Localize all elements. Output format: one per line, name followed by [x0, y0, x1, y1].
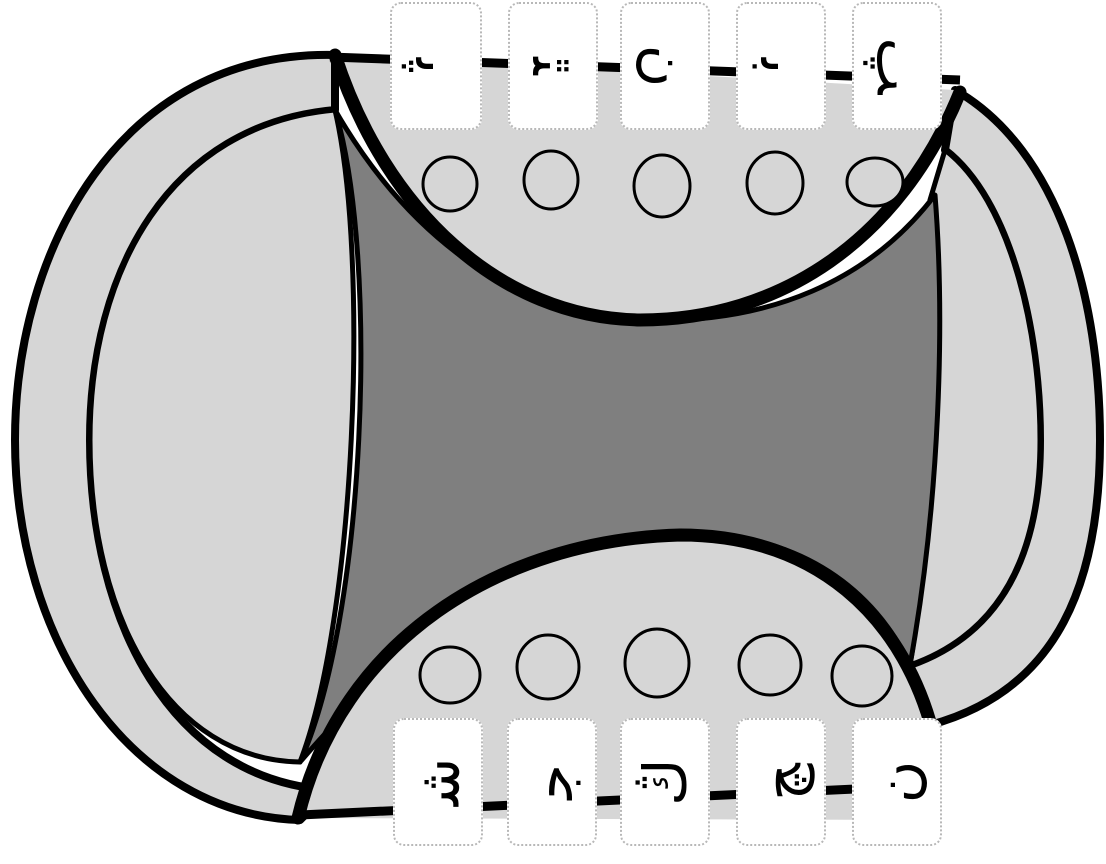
bottom-empty-slot[interactable] — [739, 635, 801, 695]
top-card-5[interactable]: ﭗ — [852, 2, 942, 130]
top-card-2[interactable]: ﭥ — [508, 2, 598, 130]
bottom-empty-slot[interactable] — [420, 647, 480, 703]
bottom-card-5[interactable]: ن — [852, 718, 942, 846]
card-glyph: ﭗ — [868, 38, 926, 95]
card-glyph: ﺷ — [409, 758, 467, 807]
top-empty-slot[interactable] — [747, 152, 803, 214]
top-card-4[interactable]: ﺑ — [736, 2, 826, 130]
bottom-card-4[interactable]: ﭻ — [736, 718, 826, 846]
bottom-card-1[interactable]: ﺷ — [393, 718, 483, 846]
top-empty-slot[interactable] — [423, 157, 477, 211]
top-empty-slot[interactable] — [847, 158, 903, 206]
card-glyph: ﺑ — [752, 58, 810, 74]
top-card-3[interactable]: ن — [620, 2, 710, 130]
bottom-empty-slot[interactable] — [832, 646, 892, 706]
card-glyph: ﭻ — [752, 763, 810, 800]
card-glyph: ﭘ — [407, 58, 465, 74]
bottom-empty-slot[interactable] — [625, 629, 689, 697]
card-glyph: ﯓ — [636, 758, 694, 806]
bottom-card-2[interactable]: ﺟ — [507, 718, 597, 846]
top-empty-slot[interactable] — [524, 151, 578, 209]
top-card-1[interactable]: ﭘ — [390, 2, 482, 130]
bottom-card-3[interactable]: ﯓ — [620, 718, 710, 846]
top-empty-slot[interactable] — [634, 155, 690, 217]
bottom-empty-slot[interactable] — [517, 635, 579, 699]
card-glyph: ﭥ — [524, 57, 582, 75]
card-glyph: ن — [868, 761, 926, 804]
card-glyph: ن — [636, 45, 694, 88]
card-glyph: ﺟ — [523, 764, 581, 800]
